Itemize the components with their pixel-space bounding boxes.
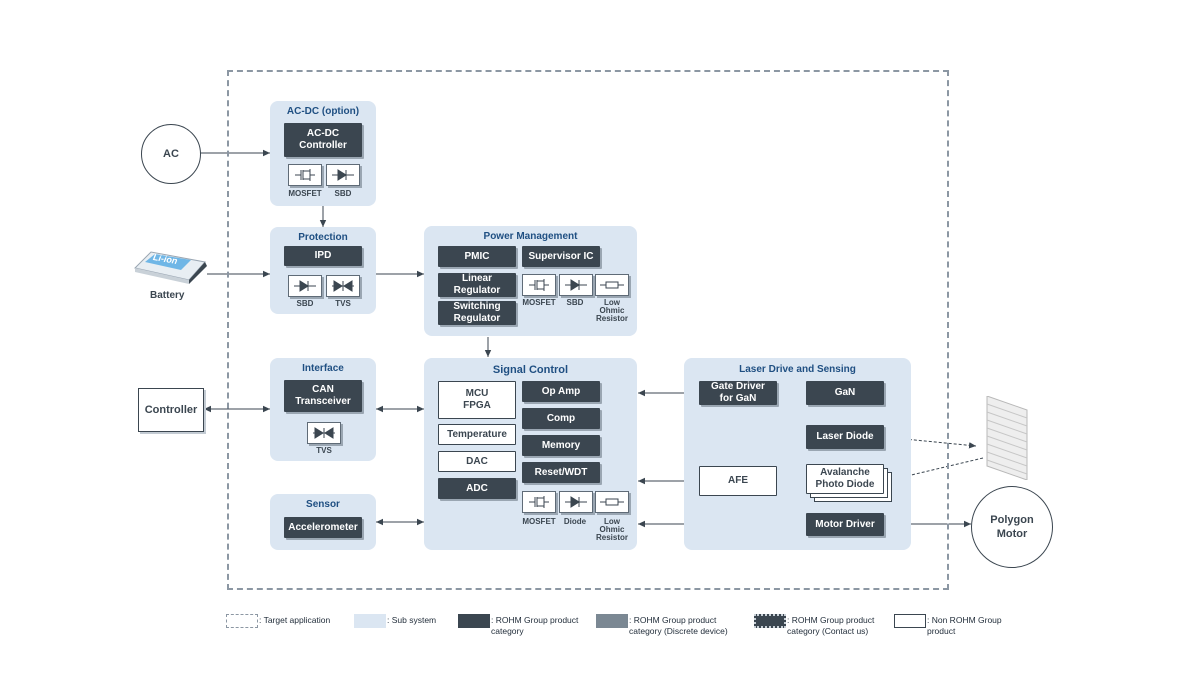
subsystem-laser-drive: Laser Drive and Sensing Gate Driver for … [684, 358, 911, 550]
battery-label: Battery [150, 290, 185, 301]
target-application-frame [227, 70, 949, 590]
sbd-label: SBD [296, 299, 314, 308]
mcu-fpga-block: MCU FPGA [438, 381, 516, 419]
diode-icon [559, 491, 593, 513]
subsystem-title: Protection [298, 232, 348, 243]
can-transceiver-block: CAN Transceiver [284, 380, 362, 412]
laser-diode-block: Laser Diode [806, 425, 884, 449]
legend-rohm-text: : ROHM Group product category [491, 615, 579, 636]
supervisor-ic-block: Supervisor IC [522, 246, 600, 267]
mosfet-icon [288, 164, 322, 186]
tvs-icon [326, 275, 360, 297]
subsystem-sensor: Sensor Accelerometer [270, 494, 376, 550]
subsystem-title: Sensor [306, 499, 340, 510]
tvs-icon [307, 422, 341, 444]
subsystem-title: Power Management [483, 231, 578, 242]
diode-icon [288, 275, 322, 297]
sbd-label: SBD [566, 298, 584, 307]
dac-block: DAC [438, 451, 516, 472]
ac-source: AC [141, 124, 201, 184]
motor-driver-block: Motor Driver [806, 513, 884, 536]
legend-contact-text: : ROHM Group product category (Contact u… [787, 615, 875, 636]
legend-rohm-swatch [458, 614, 490, 628]
acdc-controller-block: AC-DC Controller [284, 123, 362, 157]
controller-box: Controller [138, 388, 204, 432]
gan-block: GaN [806, 381, 884, 405]
apd-stack: Avalanche Photo Diode [806, 464, 892, 502]
temperature-block: Temperature [438, 424, 516, 445]
mosfet-icon [522, 491, 556, 513]
diode-label: Diode [563, 517, 587, 526]
mosfet-label: MOSFET [288, 189, 322, 198]
subsystem-title: Signal Control [492, 364, 569, 376]
memory-block: Memory [522, 435, 600, 456]
resistor-icon [595, 491, 629, 513]
mosfet-label: MOSFET [522, 298, 556, 307]
legend-non-text: : Non ROHM Group product [927, 615, 1002, 636]
brick-wall-icon [983, 395, 1031, 481]
subsystem-interface: Interface CAN Transceiver TVS [270, 358, 376, 461]
legend-non-swatch [894, 614, 926, 628]
legend-discrete-text: : ROHM Group product category (Discrete … [629, 615, 728, 636]
polygon-motor: Polygon Motor [971, 486, 1053, 568]
avalanche-photo-diode-block: Avalanche Photo Diode [806, 464, 884, 494]
adc-block: ADC [438, 478, 516, 499]
legend-discrete-swatch [596, 614, 628, 628]
tvs-label: TVS [316, 446, 332, 455]
ipd-block: IPD [284, 246, 362, 266]
linear-regulator-block: Linear Regulator [438, 273, 516, 297]
diode-icon [326, 164, 360, 186]
legend-contact-swatch [754, 614, 786, 628]
low-ohmic-resistor-label: Low Ohmic Resistor [595, 298, 628, 323]
battery-icon: Li-ion [131, 248, 211, 288]
subsystem-title: AC-DC (option) [286, 106, 360, 117]
gate-driver-block: Gate Driver for GaN [699, 381, 777, 405]
legend-sub-text: : Sub system [387, 615, 437, 625]
subsystem-title: Interface [302, 363, 344, 374]
subsystem-title: Laser Drive and Sensing [739, 364, 856, 375]
reset-wdt-block: Reset/WDT [522, 462, 600, 483]
pmic-block: PMIC [438, 246, 516, 267]
subsystem-acdc: AC-DC (option) AC-DC Controller MOSFET S… [270, 101, 376, 206]
legend-target-text: : Target application [259, 615, 331, 625]
resistor-icon [595, 274, 629, 296]
mosfet-icon [522, 274, 556, 296]
accelerometer-block: Accelerometer [284, 517, 362, 538]
diode-icon [559, 274, 593, 296]
tvs-label: TVS [335, 299, 351, 308]
sbd-label: SBD [334, 189, 352, 198]
op-amp-block: Op Amp [522, 381, 600, 402]
comp-block: Comp [522, 408, 600, 429]
afe-block: AFE [699, 466, 777, 496]
subsystem-power-management: Power Management PMIC Supervisor IC Line… [424, 226, 637, 336]
switching-regulator-block: Switching Regulator [438, 301, 516, 325]
legend-target-swatch [226, 614, 258, 628]
subsystem-protection: Protection IPD SBD TVS [270, 227, 376, 314]
mosfet-label: MOSFET [522, 517, 556, 526]
low-ohmic-resistor-label: Low Ohmic Resistor [595, 517, 628, 542]
legend-sub-swatch [354, 614, 386, 628]
subsystem-signal-control: Signal Control MCU FPGA Temperature DAC … [424, 358, 637, 550]
